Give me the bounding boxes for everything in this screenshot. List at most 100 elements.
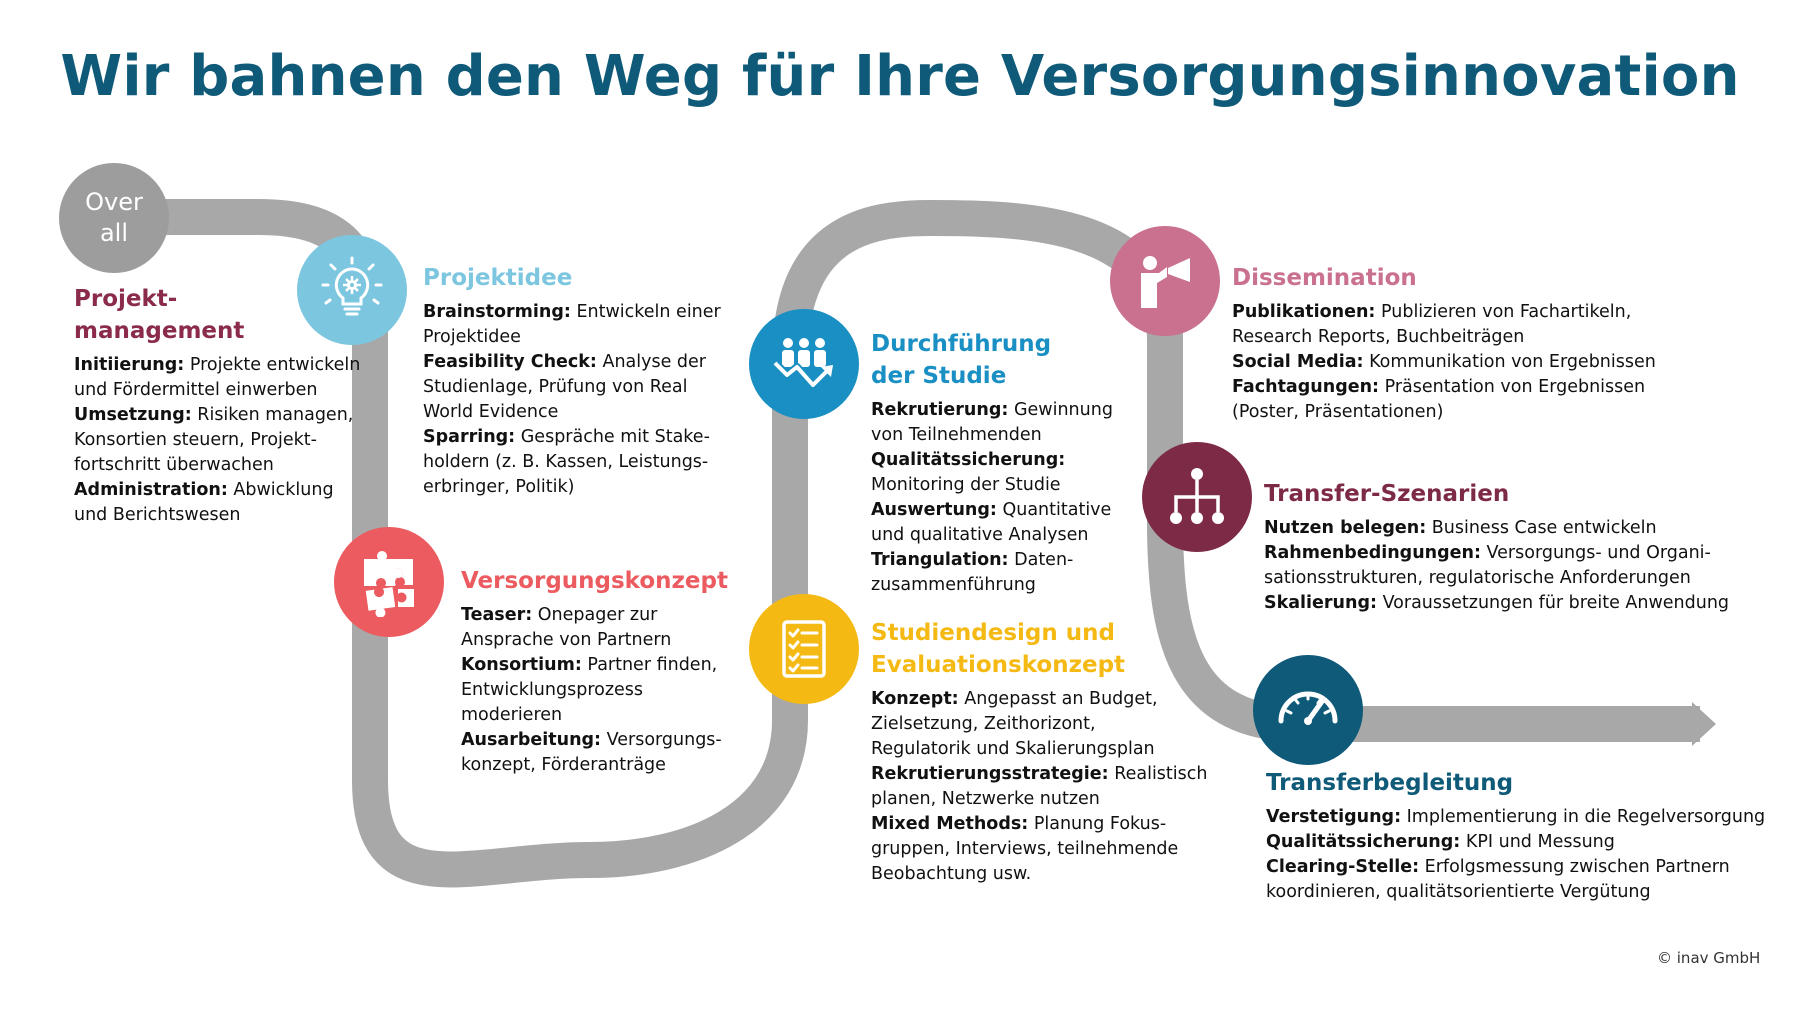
durchfuehrung-item: Triangulation: Daten-zusammenführung — [871, 548, 1171, 598]
transfer-item: Skalierung: Voraussetzungen für breite A… — [1264, 591, 1754, 616]
item-label: Clearing-Stelle: — [1266, 857, 1420, 877]
overall-line1: Over — [85, 188, 143, 216]
item-text: und qualitative Analysen — [871, 525, 1089, 545]
item-label: Qualitätssicherung: — [871, 450, 1066, 470]
item-text: Versorgungs- — [601, 730, 722, 750]
item-text: Quantitative — [996, 500, 1112, 520]
item-label: Brainstorming: — [423, 302, 571, 322]
item-text: Abwicklung — [227, 480, 334, 500]
dissemination-item: Social Media: Kommunikation von Ergebnis… — [1232, 350, 1662, 375]
item-text: Monitoring der Studie — [871, 475, 1061, 495]
megaphone-person-icon — [1141, 256, 1190, 308]
item-text: Konsortien steuern, Projekt- — [74, 430, 317, 450]
item-label: Rekrutierungsstrategie: — [871, 764, 1109, 784]
dissemination-section: Dissemination Publikationen: Publizieren… — [1232, 262, 1662, 425]
item-text: Angepasst an Budget, — [958, 689, 1158, 709]
durchfuehrung-node — [749, 309, 859, 419]
item-label: Rahmenbedingungen: — [1264, 543, 1481, 563]
transferbegleitung-items: Verstetigung: Implementierung in die Reg… — [1266, 805, 1766, 905]
item-text: Zielsetzung, Zeithorizont, — [871, 714, 1096, 734]
item-text: Onepager zur — [532, 605, 658, 625]
studiendesign-title: Studiendesign und Evaluationskonzept — [871, 620, 1126, 678]
item-text: erbringer, Politik) — [423, 477, 575, 497]
item-text: (Poster, Präsentationen) — [1232, 402, 1444, 422]
item-label: Konzept: — [871, 689, 959, 709]
dissemination-node — [1110, 226, 1220, 336]
speedometer-icon — [1278, 691, 1338, 725]
item-label: Qualitätssicherung: — [1266, 832, 1461, 852]
item-text: Regulatorik und Skalierungsplan — [871, 739, 1155, 759]
projektidee-item: Sparring: Gespräche mit Stake-holdern (z… — [423, 425, 753, 500]
item-text: und Berichtswesen — [74, 505, 241, 525]
item-label: Skalierung: — [1264, 593, 1377, 613]
projektmanagement-title: Projekt- management — [74, 286, 245, 344]
item-label: Publikationen: — [1232, 302, 1376, 322]
item-text: Versorgungs- und Organi- — [1480, 543, 1711, 563]
item-label: Verstetigung: — [1266, 807, 1402, 827]
item-label: Sparring: — [423, 427, 516, 447]
transfer-items: Nutzen belegen: Business Case entwickeln… — [1264, 516, 1754, 616]
item-text: Research Reports, Buchbeiträgen — [1232, 327, 1525, 347]
item-text: holdern (z. B. Kassen, Leistungs- — [423, 452, 709, 472]
item-label: Social Media: — [1232, 352, 1364, 372]
studiendesign-item: Mixed Methods: Planung Fokus-gruppen, In… — [871, 812, 1211, 887]
copyright-notice: © inav GmbH — [1657, 949, 1761, 967]
item-text: Kommunikation von Ergebnissen — [1363, 352, 1656, 372]
item-text: Business Case entwickeln — [1426, 518, 1657, 538]
item-text: Entwicklungsprozess — [461, 680, 644, 700]
transfer-item: Nutzen belegen: Business Case entwickeln — [1264, 516, 1754, 541]
item-text: Risiken managen, — [191, 405, 354, 425]
transferbegleitung-node — [1253, 655, 1363, 765]
studiendesign-items: Konzept: Angepasst an Budget, Zielsetzung… — [871, 687, 1211, 887]
item-label: Ausarbeitung: — [461, 730, 602, 750]
page-title: Wir bahnen den Weg für Ihre Versorgungsi… — [60, 44, 1740, 109]
item-text: Voraussetzungen für breite Anwendung — [1377, 593, 1730, 613]
item-text: planen, Netzwerke nutzen — [871, 789, 1100, 809]
lightbulb-gear-icon — [321, 256, 383, 316]
overall-line2: all — [99, 219, 129, 247]
item-text: koordinieren, qualitätsorientierte Vergü… — [1266, 882, 1651, 902]
transferbegleitung-item: Verstetigung: Implementierung in die Reg… — [1266, 805, 1766, 830]
transfer-section: Transfer-Szenarien Nutzen belegen: Busin… — [1264, 478, 1754, 616]
transferbegleitung-item: Qualitätssicherung: KPI und Messung — [1266, 830, 1766, 855]
item-text: Studienlage, Prüfung von Real — [423, 377, 688, 397]
item-text: Ansprache von Partnern — [461, 630, 672, 650]
item-text: Gespräche mit Stake- — [515, 427, 710, 447]
item-text: fortschritt überwachen — [74, 455, 274, 475]
studiendesign-section: Studiendesign und Evaluationskonzept Kon… — [871, 617, 1211, 887]
item-text: Präsentation von Ergebnissen — [1379, 377, 1646, 397]
dissemination-item: Publikationen: Publizieren von Fachartik… — [1232, 300, 1662, 350]
versorgungskonzept-item: Konsortium: Partner finden,Entwicklungsp… — [461, 653, 761, 728]
item-text: Analyse der — [596, 352, 706, 372]
item-label: Rekrutierung: — [871, 400, 1009, 420]
projektidee-section: Projektidee Brainstorming: Entwickeln ei… — [423, 262, 753, 500]
versorgungskonzept-item: Ausarbeitung: Versorgungs-konzept, Förde… — [461, 728, 761, 778]
transfer-node — [1142, 442, 1252, 552]
item-text: zusammenführung — [871, 575, 1036, 595]
item-label: Teaser: — [461, 605, 533, 625]
item-text: von Teilnehmenden — [871, 425, 1042, 445]
puzzle-icon — [364, 551, 414, 617]
item-text: Projektidee — [423, 327, 521, 347]
item-text: Beobachtung usw. — [871, 864, 1032, 884]
projektmanagement-item: Umsetzung: Risiken managen,Konsortien st… — [74, 403, 374, 478]
transferbegleitung-title: Transferbegleitung — [1266, 770, 1514, 796]
item-text: Entwickeln einer — [570, 302, 721, 322]
item-label: Mixed Methods: — [871, 814, 1029, 834]
durchfuehrung-title: Durchführung der Studie — [871, 331, 1052, 389]
versorgungskonzept-node — [334, 527, 444, 637]
studiendesign-node — [749, 594, 859, 704]
projektmanagement-section: Projekt- management Initiierung: Projekt… — [74, 283, 374, 528]
item-text: Publizieren von Fachartikeln, — [1375, 302, 1632, 322]
hierarchy-icon — [1170, 468, 1224, 524]
item-text: Planung Fokus- — [1028, 814, 1167, 834]
dissemination-item: Fachtagungen: Präsentation von Ergebniss… — [1232, 375, 1662, 425]
